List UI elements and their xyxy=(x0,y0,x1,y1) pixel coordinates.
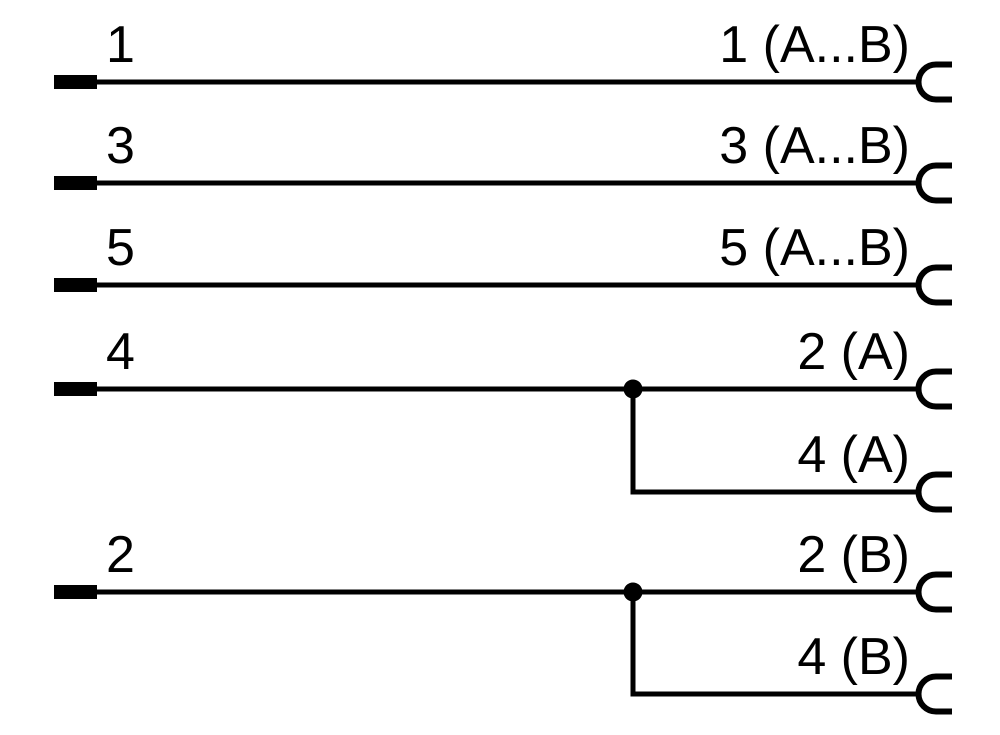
socket-contact-icon xyxy=(915,264,952,306)
terminal-label: 2 (B) xyxy=(797,526,910,584)
socket-contact-icon xyxy=(915,162,952,204)
socket-contact-icon xyxy=(915,61,952,103)
pin-number-label: 3 xyxy=(106,117,135,175)
wire-pin-5: 5 5 (A...B) xyxy=(54,219,952,306)
terminal-label: 3 (A...B) xyxy=(719,117,910,175)
wire-pin-4: 4 2 (A) 4 (A) xyxy=(54,323,952,513)
pin-stub xyxy=(54,278,97,292)
pin-number-label: 4 xyxy=(106,323,135,381)
terminal-label: 5 (A...B) xyxy=(719,219,910,277)
socket-contact-icon xyxy=(915,571,952,613)
socket-contact-icon xyxy=(915,673,952,715)
socket-contact-icon xyxy=(915,368,952,410)
wire-pin-2: 2 2 (B) 4 (B) xyxy=(54,526,952,715)
pin-stub xyxy=(54,176,97,190)
pin-number-label: 1 xyxy=(106,16,135,74)
pin-stub xyxy=(54,75,97,89)
socket-contact-icon xyxy=(915,471,952,513)
terminal-label: 2 (A) xyxy=(797,323,910,381)
terminal-label: 1 (A...B) xyxy=(719,16,910,74)
wire-pin-3: 3 3 (A...B) xyxy=(54,117,952,204)
branch-terminal-label: 4 (B) xyxy=(797,628,910,686)
pin-number-label: 5 xyxy=(106,219,135,277)
pin-stub xyxy=(54,382,97,396)
wire-pin-1: 1 1 (A...B) xyxy=(54,16,952,103)
pin-stub xyxy=(54,585,97,599)
pin-number-label: 2 xyxy=(106,526,135,584)
branch-terminal-label: 4 (A) xyxy=(797,426,910,484)
